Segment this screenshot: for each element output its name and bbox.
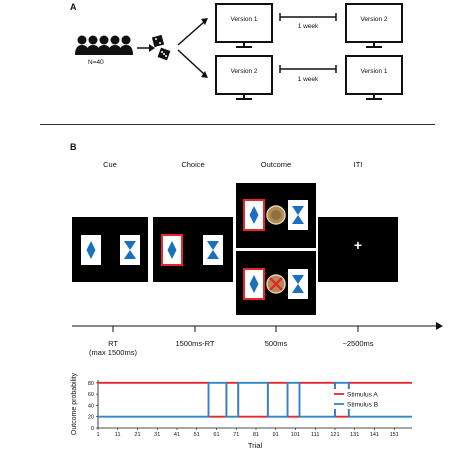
cue-screen	[72, 217, 148, 282]
x-tick-label: 81	[253, 432, 259, 438]
sample-size: N=40	[88, 59, 104, 66]
x-tick-label: 61	[213, 432, 219, 438]
timeline-label: 1500ms-RT	[175, 339, 215, 348]
y-tick-label: 20	[88, 415, 94, 421]
monitor-icon	[345, 3, 403, 48]
interval-bar	[279, 65, 337, 73]
legend-label: Stimulus B	[347, 402, 378, 409]
phase-label-outcome: Outcome	[260, 160, 292, 169]
outcome-no-reward-screen	[236, 251, 316, 315]
y-tick-label: 80	[88, 381, 94, 387]
x-tick-label: 21	[134, 432, 140, 438]
x-tick-label: 151	[390, 432, 399, 438]
x-tick-label: 31	[154, 432, 160, 438]
legend-label: Stimulus A	[347, 392, 378, 399]
timeline-label: RT(max 1500ms)	[89, 339, 137, 357]
series-line-stimulus-a	[98, 381, 412, 418]
x-tick-label: 141	[370, 432, 379, 438]
monitor-icon	[345, 55, 403, 100]
timeline-label: 500ms	[264, 339, 288, 348]
phase-label-iti: ITI	[353, 160, 363, 169]
monitor-label: Version 1	[230, 16, 258, 23]
y-tick-label: 40	[88, 403, 94, 409]
y-axis-label: Outcome probability	[71, 372, 78, 435]
phase-label-cue: Cue	[103, 160, 117, 169]
timeline-label: ~2500ms	[342, 339, 374, 348]
x-tick-label: 41	[174, 432, 180, 438]
x-tick-label: 91	[273, 432, 279, 438]
x-tick-label: 71	[233, 432, 239, 438]
panel-a-diagram	[75, 3, 403, 100]
timeline-axis	[72, 322, 443, 332]
monitor-icon	[215, 3, 273, 48]
iti-screen	[318, 217, 398, 282]
phase-label-choice: Choice	[181, 160, 205, 169]
monitor-icon	[215, 55, 273, 100]
monitor-label: Version 2	[360, 16, 388, 23]
fixation-cross: +	[353, 237, 363, 253]
legend-bg	[332, 389, 406, 399]
outcome-reward-screen	[236, 183, 316, 248]
interval-label: 1 week	[297, 76, 319, 83]
x-tick-label: 101	[291, 432, 300, 438]
x-tick-label: 131	[350, 432, 359, 438]
choice-screen	[153, 217, 233, 282]
series-line-stimulus-b	[98, 381, 412, 418]
y-tick-label: 0	[91, 426, 94, 432]
people-icon	[75, 35, 133, 55]
x-tick-label: 111	[311, 432, 319, 438]
monitor-label: Version 2	[230, 68, 258, 75]
interval-label: 1 week	[297, 23, 319, 30]
x-tick-label: 121	[330, 432, 339, 438]
y-tick-label: 60	[88, 392, 94, 398]
panel-a-letter: A	[70, 2, 77, 12]
x-tick-label: 1	[96, 432, 99, 438]
interval-bar	[279, 13, 337, 21]
legend-bg	[332, 399, 406, 409]
x-axis-label: Trial	[248, 441, 263, 450]
section-divider	[40, 124, 435, 125]
x-tick-label: 11	[115, 432, 121, 438]
dice-icon	[151, 34, 171, 61]
x-tick-label: 51	[194, 432, 200, 438]
panel-b-letter: B	[70, 142, 77, 152]
task-screens	[72, 183, 398, 315]
monitor-label: Version 1	[360, 68, 388, 75]
